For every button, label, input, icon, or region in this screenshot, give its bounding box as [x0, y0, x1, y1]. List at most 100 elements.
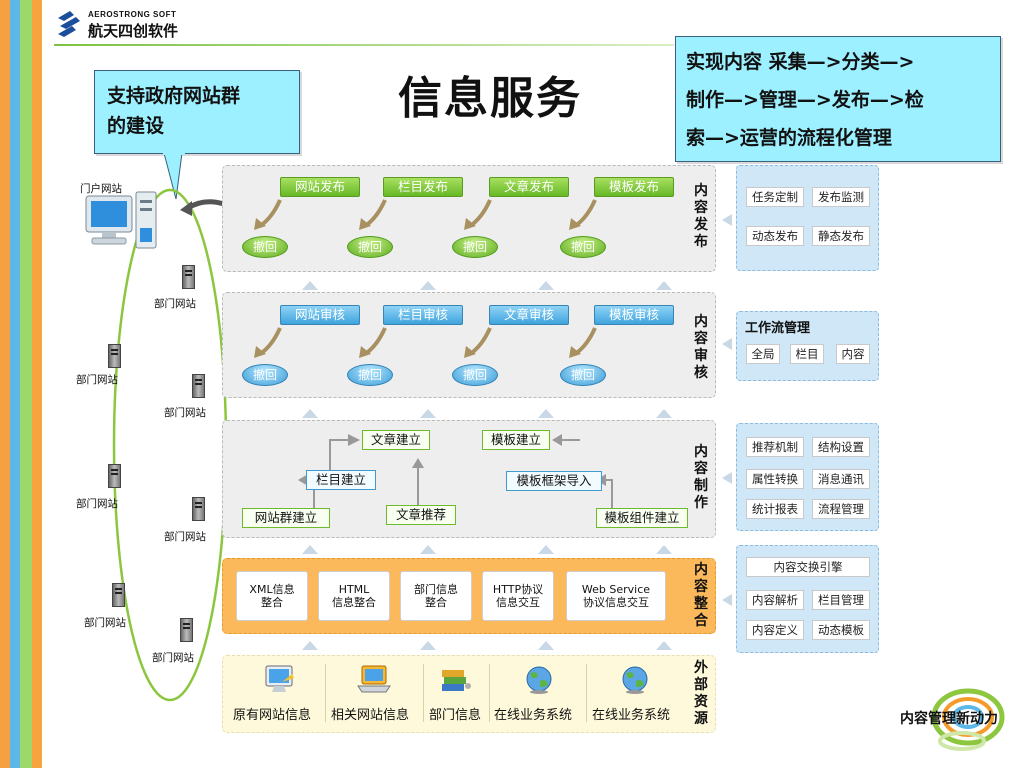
label-char: 容: [694, 579, 708, 595]
label-char: 制: [694, 478, 708, 494]
template-build-button[interactable]: 模板建立: [482, 430, 550, 450]
globe-icon: [526, 666, 552, 694]
label-char: 核: [694, 365, 708, 381]
slogan-emblem-icon: [931, 688, 1005, 751]
dept-site-label: 部门网站: [84, 617, 126, 629]
label-char: 发: [694, 217, 708, 233]
publish-button[interactable]: 文章发布: [489, 177, 569, 197]
slogan-text: 内容管理新动力: [900, 711, 998, 727]
review-button[interactable]: 网站审核: [280, 305, 360, 325]
dynamic-template-button[interactable]: 动态模板: [812, 620, 870, 640]
label-char: 内: [694, 314, 708, 330]
left-stripe-green: [20, 0, 32, 768]
external-source-label: 部门信息: [429, 708, 482, 723]
attribute-convert-button[interactable]: 属性转换: [746, 469, 804, 489]
label-char: 布: [694, 234, 708, 250]
dept-site-label: 部门网站: [76, 374, 118, 386]
integration-item: XML信息 整合: [236, 571, 308, 621]
static-publish-button[interactable]: 静态发布: [812, 226, 870, 246]
revoke-button[interactable]: 撤回: [347, 364, 393, 386]
label-char: 源: [694, 711, 708, 727]
dept-server-icon: [180, 618, 193, 642]
label-char: 容: [694, 461, 708, 477]
integration-item-line: HTTP协议: [492, 583, 544, 596]
revoke-button[interactable]: 撤回: [452, 364, 498, 386]
dynamic-publish-button[interactable]: 动态发布: [746, 226, 804, 246]
monitor-icon: [265, 665, 294, 692]
label-char: 内: [694, 444, 708, 460]
review-button[interactable]: 模板审核: [594, 305, 674, 325]
globe-icon: [622, 666, 648, 694]
label-char: 内: [694, 562, 708, 578]
revoke-button[interactable]: 撤回: [242, 364, 288, 386]
revoke-button[interactable]: 撤回: [560, 236, 606, 258]
logo-chinese: 航天四创软件: [88, 22, 179, 40]
column-build-button[interactable]: 栏目建立: [306, 470, 376, 490]
callout-right: 实现内容 采集—>分类—> 制作—>管理—>发布—>检 索—>运营的流程化管理: [675, 36, 1001, 162]
stat-report-button[interactable]: 统计报表: [746, 499, 804, 519]
panel-label-external: 外 部 资 源: [692, 660, 710, 728]
review-button[interactable]: 栏目审核: [383, 305, 463, 325]
integration-item-line: 整合: [261, 596, 283, 609]
dept-site-label: 部门网站: [152, 652, 194, 664]
article-build-button[interactable]: 文章建立: [362, 430, 430, 450]
dept-server-icon: [108, 464, 121, 488]
recommend-mechanism-button[interactable]: 推荐机制: [746, 437, 804, 457]
publish-button[interactable]: 栏目发布: [383, 177, 463, 197]
task-customize-button[interactable]: 任务定制: [746, 187, 804, 207]
message-comm-button[interactable]: 消息通讯: [812, 469, 870, 489]
publish-button[interactable]: 网站发布: [280, 177, 360, 197]
logo: AEROSTRONG SOFT 航天四创软件: [54, 6, 204, 42]
divider: [586, 664, 587, 722]
template-frame-import-button[interactable]: 模板框架导入: [506, 471, 602, 491]
callout-left-pointer: [163, 153, 185, 200]
divider: [325, 664, 326, 722]
structure-settings-button[interactable]: 结构设置: [812, 437, 870, 457]
callout-left-line: 的建设: [107, 115, 165, 137]
revoke-button[interactable]: 撤回: [560, 364, 606, 386]
revoke-button[interactable]: 撤回: [347, 236, 393, 258]
divider: [423, 664, 424, 722]
panel-label-publish: 内 容 发 布: [692, 183, 710, 251]
site-group-build-button[interactable]: 网站群建立: [242, 508, 330, 528]
integration-item-line: HTML: [338, 583, 370, 596]
process-manage-button[interactable]: 流程管理: [812, 499, 870, 519]
workflow-global-button[interactable]: 全局: [746, 344, 780, 364]
article-recommend-button[interactable]: 文章推荐: [386, 505, 456, 525]
integration-item-line: 信息交互: [496, 596, 540, 609]
publish-button[interactable]: 模板发布: [594, 177, 674, 197]
label-char: 外: [694, 660, 708, 676]
dept-site-label: 部门网站: [164, 407, 206, 419]
label-char: 容: [694, 200, 708, 216]
curve-arrows: [254, 327, 597, 358]
dept-server-icon: [192, 374, 205, 398]
publish-monitor-button[interactable]: 发布监测: [812, 187, 870, 207]
integration-item: HTML 信息整合: [318, 571, 390, 621]
callout-right-line: 索—>运营的流程化管理: [686, 127, 892, 149]
content-define-button[interactable]: 内容定义: [746, 620, 804, 640]
template-component-build-button[interactable]: 模板组件建立: [596, 508, 688, 528]
callout-right-line: 制作—>管理—>发布—>检: [686, 89, 924, 111]
dept-site-label: 部门网站: [164, 531, 206, 543]
workflow-column-button[interactable]: 栏目: [790, 344, 824, 364]
integration-item-line: 部门信息: [414, 583, 458, 596]
site-network-ring: [112, 188, 228, 702]
dept-server-icon: [108, 344, 121, 368]
integration-item: 部门信息 整合: [400, 571, 472, 621]
label-char: 容: [694, 331, 708, 347]
review-button[interactable]: 文章审核: [489, 305, 569, 325]
revoke-button[interactable]: 撤回: [242, 236, 288, 258]
header-line: [54, 44, 674, 46]
content-parse-button[interactable]: 内容解析: [746, 590, 804, 610]
curve-arrows: [254, 199, 597, 230]
column-manage-button[interactable]: 栏目管理: [812, 590, 870, 610]
panel-label-production: 内 容 制 作: [692, 444, 710, 512]
workflow-content-button[interactable]: 内容: [836, 344, 870, 364]
workflow-title: 工作流管理: [745, 321, 811, 336]
label-char: 合: [694, 613, 708, 629]
external-source-label: 在线业务系统: [494, 708, 573, 723]
label-char: 审: [694, 348, 708, 364]
external-source-label: 原有网站信息: [233, 708, 312, 723]
exchange-engine-button[interactable]: 内容交换引擎: [746, 557, 870, 577]
revoke-button[interactable]: 撤回: [452, 236, 498, 258]
